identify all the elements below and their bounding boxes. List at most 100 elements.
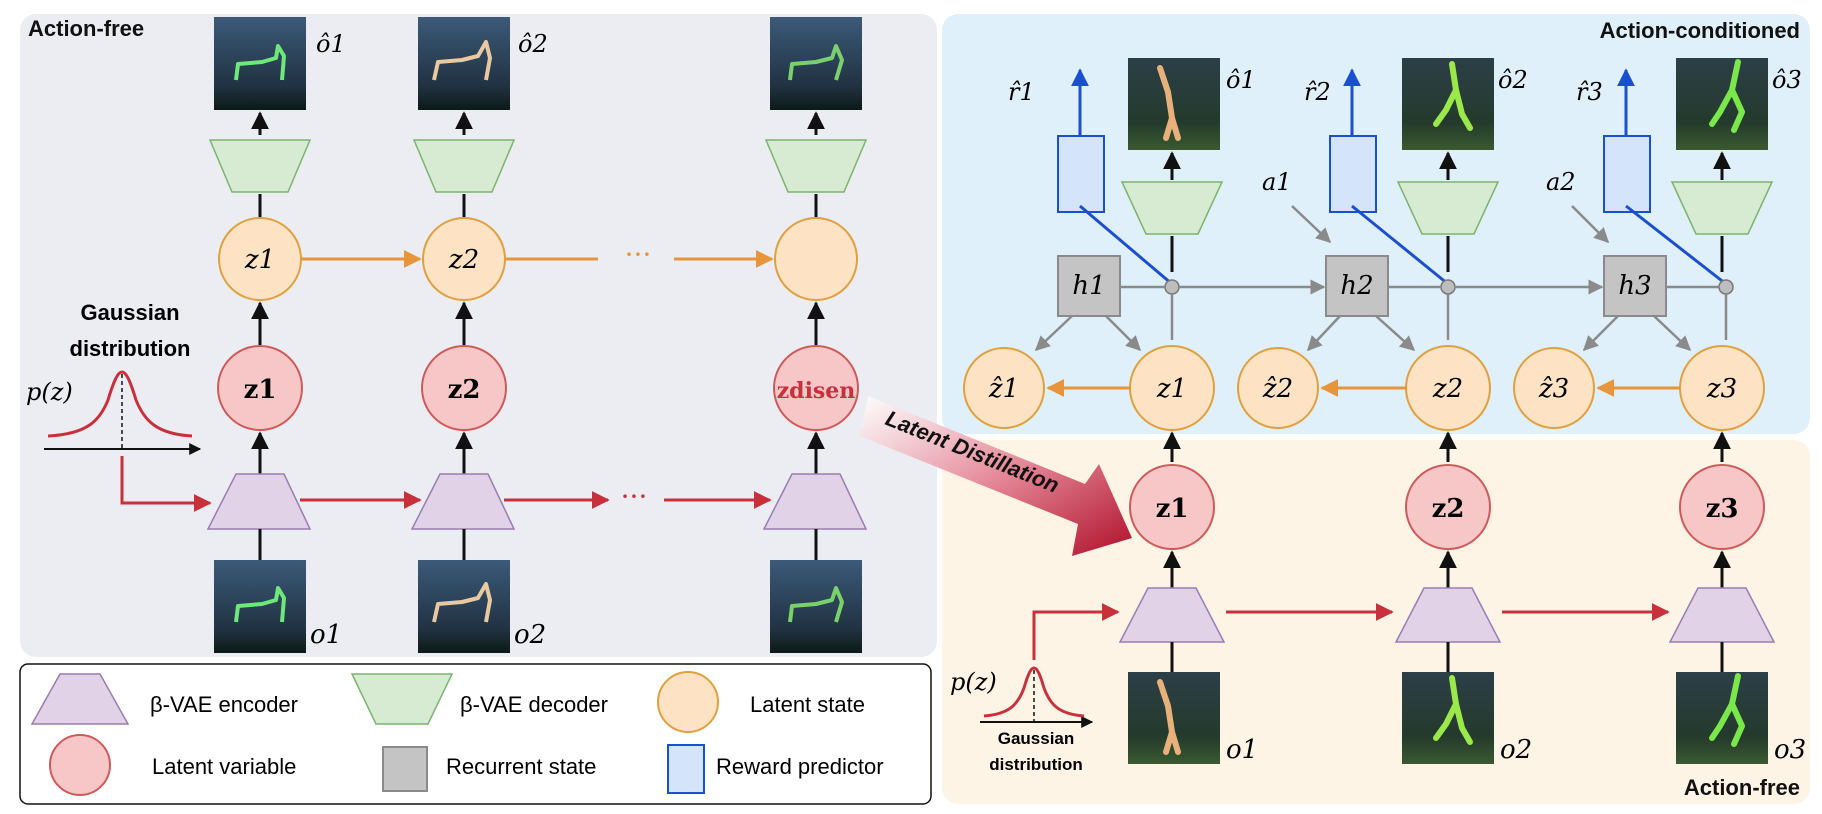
legend-encoder-icon [30,673,130,725]
right-latent-state-label-3: z3 [1706,374,1737,404]
right-decoder-2 [1396,181,1500,235]
right-obs-hat-image-2 [1402,58,1494,150]
right-decoder-1 [1120,181,1224,235]
left-obs-image-2 [418,560,510,653]
right-latent-state-hat-label-1: ẑ1 [988,374,1019,404]
left-red-ellipsis: ··· [621,480,648,513]
right-latent-state-hat-3 [1513,347,1595,429]
left-column-2: ô2 z2 z2 o2 [410,17,548,653]
left-obs-image-1 [214,560,306,653]
right-latent-state-label-1: z1 [1156,374,1187,404]
left-decoder-1 [208,139,312,193]
right-pz-label: p(z) [950,668,997,696]
left-latent-variable-label-1: z1 [244,375,277,405]
right-decoder-3 [1670,181,1774,235]
right-latent-state-label-2: z2 [1432,374,1463,404]
right-top-title: Action-conditioned [1600,18,1800,43]
left-latent-state-2 [422,217,506,301]
right-reward-predictor-1 [1057,135,1105,213]
right-encoder-3 [1668,587,1776,643]
left-obs-hat-image-3 [770,17,862,110]
right-reward-predictor-2 [1329,135,1377,213]
right-recurrent-label-1: h1 [1072,271,1105,301]
legend-reward-icon [667,744,705,794]
right-latent-state-hat-1 [963,347,1045,429]
left-obs-hat-image-1 [214,17,306,110]
right-bottom-column-1: z1 o1 [1118,464,1258,765]
left-decoder-2 [412,139,516,193]
left-panel-title: Action-free [28,16,144,41]
left-obs-hat-label-1: ô1 [316,30,346,58]
right-obs-image-2 [1402,672,1494,764]
right-encoder-1 [1118,587,1226,643]
right-recurrent-label-2: h2 [1340,271,1373,301]
right-obs-hat-image-3 [1676,58,1768,150]
left-latent-state-label-2: z2 [448,245,479,275]
right-latent-state-hat-label-2: ẑ2 [1262,374,1293,404]
right-gaussian-label-1: Gaussian [998,729,1075,748]
right-gaussian-label-2: distribution [989,755,1082,774]
right-bottom-title: Action-free [1684,775,1800,800]
right-obs-hat-label-1: ô1 [1226,66,1256,94]
right-column-2: r̂2 ô2 a1 h2 ẑ2 z2 [1237,58,1528,462]
right-reward-predictor-3 [1603,135,1651,213]
right-latent-state-hat-label-3: ẑ3 [1538,374,1569,404]
right-latent-variable-2 [1405,464,1491,550]
left-latent-variable-1 [217,345,303,431]
left-obs-hat-image-2 [418,17,510,110]
left-obs-label-1: o1 [310,620,342,650]
left-encoder-1 [206,473,312,530]
left-encoder-2 [410,473,516,530]
right-obs-image-1 [1128,672,1220,764]
legend-decoder-label: β-VAE decoder [460,692,608,717]
legend-latent-variable-label: Latent variable [152,754,296,779]
right-column-1: r̂1 ô1 h1 ẑ1 z1 [963,58,1256,462]
left-column-3: zdisen [762,17,868,653]
left-encoder-3 [762,473,868,530]
legend-encoder-label: β-VAE encoder [150,692,298,717]
right-obs-hat-image-1 [1128,58,1220,150]
left-latent-variable-label-2: z2 [448,375,481,405]
right-reward-label-3: r̂3 [1576,78,1603,106]
left-latent-state-3 [774,217,858,301]
right-latent-variable-label-1: z1 [1156,494,1189,524]
right-recurrent-state-2 [1325,255,1389,317]
right-reward-label-2: r̂2 [1304,78,1331,106]
legend-reward-label: Reward predictor [716,754,884,779]
left-obs-hat-label-2: ô2 [518,30,548,58]
left-gaussian-curve [47,370,193,438]
left-pz-label: p(z) [26,378,73,406]
left-latent-variable-2 [421,345,507,431]
right-latent-variable-label-3: z3 [1706,494,1739,524]
right-gaussian-curve [983,666,1085,718]
right-latent-state-hat-2 [1237,347,1319,429]
right-reward-label-1: r̂1 [1008,78,1035,106]
right-obs-label-3: o3 [1774,735,1806,765]
left-obs-label-2: o2 [514,620,546,650]
right-gaussian-sample-arrow [1032,603,1120,660]
right-junction-1 [1164,279,1180,295]
left-gaussian-label-1: Gaussian [80,300,179,325]
right-action-label-2: a2 [1546,168,1576,196]
right-junction-3 [1718,279,1734,295]
right-bottom-column-3: z3 o3 [1668,464,1806,765]
right-obs-image-3 [1676,672,1768,764]
right-encoder-2 [1394,587,1502,643]
latent-distillation-arrow [860,396,1132,556]
legend-latent-variable-icon [49,734,111,796]
left-gaussian-sample-arrow [120,456,212,512]
legend-recurrent-icon [382,746,428,792]
left-latent-variable-3 [773,345,859,431]
right-bottom-column-2: z2 o2 [1394,464,1532,765]
right-obs-hat-label-3: ô3 [1772,66,1802,94]
right-recurrent-state-3 [1603,255,1667,317]
left-gaussian-label-2: distribution [70,336,191,361]
right-latent-variable-label-2: z2 [1432,494,1465,524]
right-action-label-1: a1 [1262,168,1292,196]
left-obs-image-3 [770,560,862,653]
legend-recurrent-label: Recurrent state [446,754,596,779]
right-junction-2 [1440,279,1456,295]
right-recurrent-state-1 [1057,255,1121,317]
left-latent-state-label-1: z1 [244,245,275,275]
